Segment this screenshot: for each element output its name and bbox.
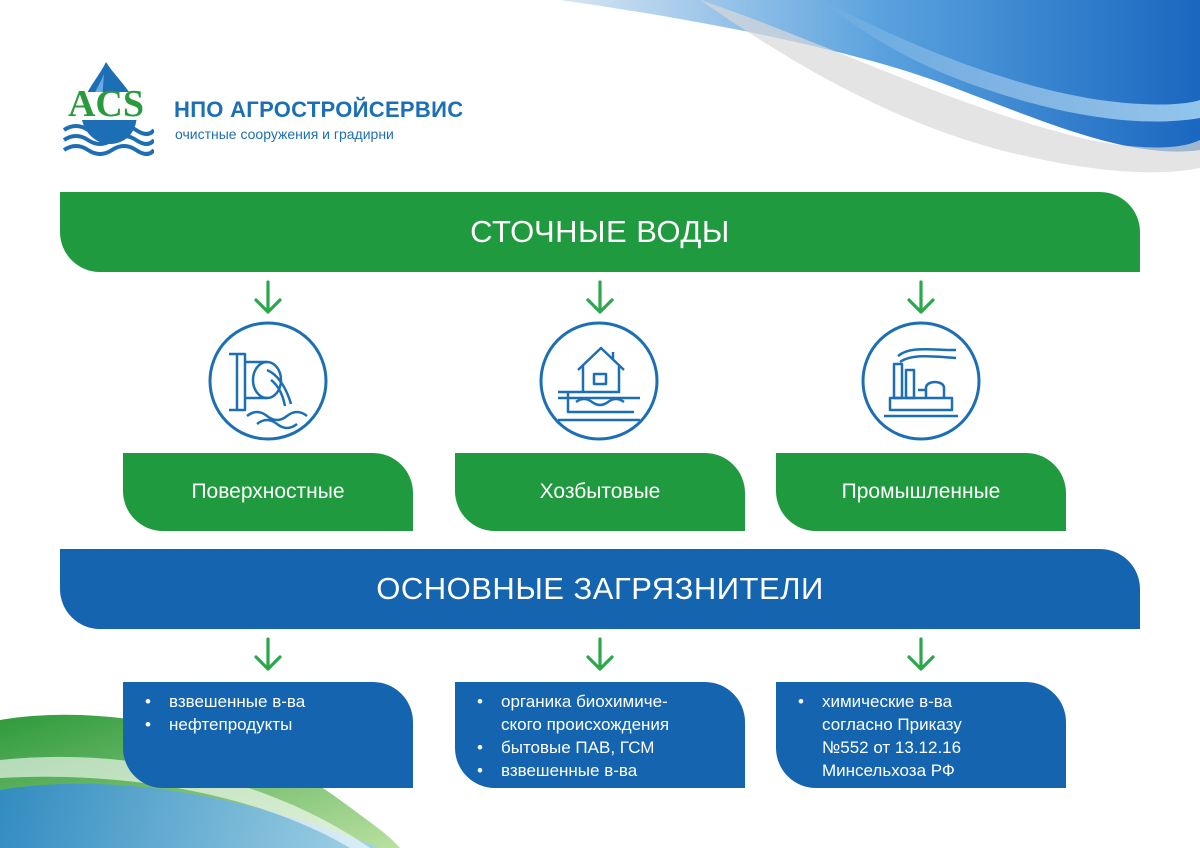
pollutant-item: бытовые ПАВ, ГСМ	[477, 736, 731, 759]
category-domestic: Хозбытовые	[455, 453, 745, 531]
pollutants-band: ОСНОВНЫЕ ЗАГРЯЗНИТЕЛИ	[60, 549, 1140, 629]
category-surface: Поверхностные	[123, 453, 413, 531]
pollutants-title: ОСНОВНЫЕ ЗАГРЯЗНИТЕЛИ	[376, 571, 824, 606]
top-right-wave-light	[820, 0, 1200, 122]
arrow-down-icon	[254, 637, 282, 671]
company-name: НПО АГРОСТРОЙСЕРВИС	[174, 97, 464, 122]
wastewater-band: СТОЧНЫЕ ВОДЫ	[60, 192, 1140, 272]
svg-text:ACS: ACS	[68, 83, 144, 125]
arrow-down-icon	[907, 280, 935, 314]
pollutant-item-continuation: №552 от 13.12.16	[822, 738, 962, 757]
arrow-down-icon	[254, 280, 282, 314]
arrow-down-icon	[586, 280, 614, 314]
pollutants-surface: взвешенные в-ва нефтепродукты	[123, 682, 413, 788]
pollutant-item: взвешенные в-ва	[145, 690, 399, 713]
top-right-wave-blue	[560, 0, 1200, 152]
pollutant-item-continuation: согласно Приказу	[822, 715, 962, 734]
pollutants-industrial: химические в-ва согласно Приказу №552 от…	[776, 682, 1066, 788]
wastewater-title: СТОЧНЫЕ ВОДЫ	[470, 214, 730, 249]
bottom-left-wave-blue	[0, 783, 380, 848]
pollutant-item: взвешенные в-ва	[477, 759, 731, 782]
arrow-down-icon	[586, 637, 614, 671]
arrow-down-icon	[907, 637, 935, 671]
pollutant-item: органика биохимиче-	[477, 690, 731, 713]
pollutant-list: взвешенные в-ва нефтепродукты	[145, 690, 399, 736]
pollutants-domestic: органика биохимиче- ского происхождения …	[455, 682, 745, 788]
company-tagline: очистные сооружения и градирни	[175, 126, 394, 142]
pollutant-list: органика биохимиче- ского происхождения …	[477, 690, 731, 782]
pollutant-item-continuation: Минсельхоза РФ	[822, 761, 955, 780]
pollutant-item-continuation: ского происхождения	[501, 715, 670, 734]
acs-logo: ACS	[58, 62, 154, 156]
house-sewage-icon	[539, 321, 659, 441]
factory-icon	[861, 321, 981, 441]
category-label: Хозбытовые	[539, 480, 661, 503]
wastewater-outfall-icon	[208, 321, 328, 441]
category-label: Промышленные	[841, 480, 1001, 503]
top-right-wave-grey	[700, 0, 1200, 173]
category-industrial: Промышленные	[776, 453, 1066, 531]
pollutant-item: химические в-ва	[798, 690, 1052, 713]
pollutant-list: химические в-ва согласно Приказу №552 от…	[798, 690, 1052, 782]
pollutant-item: нефтепродукты	[145, 713, 399, 736]
category-label: Поверхностные	[191, 480, 345, 503]
